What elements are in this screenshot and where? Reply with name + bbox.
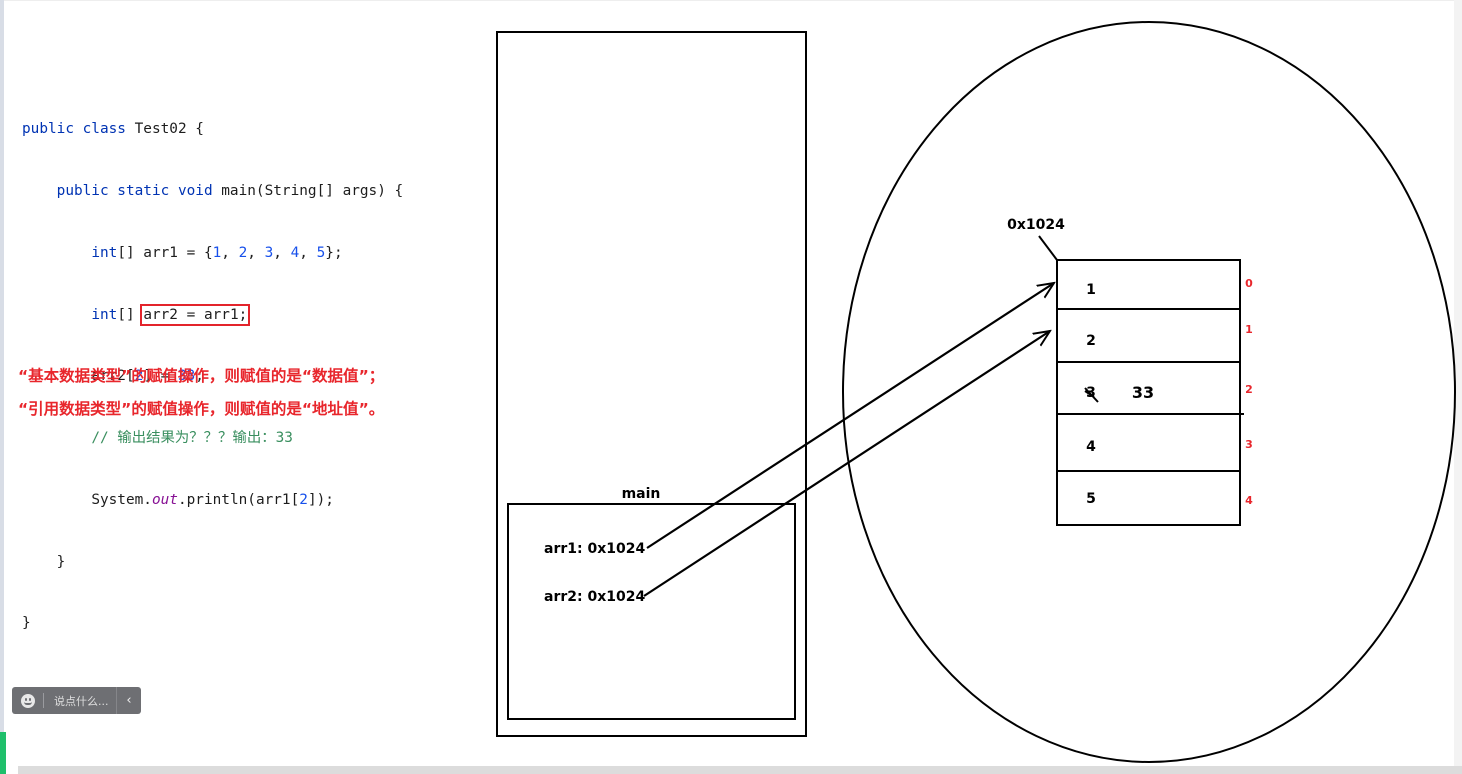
code-number: 5 — [316, 244, 326, 261]
code-type: int — [91, 306, 118, 323]
highlighted-assignment: arr2 = arr1; — [140, 303, 251, 326]
chat-separator — [43, 693, 44, 708]
code-line: System.out.println(arr1[2]); — [22, 490, 403, 511]
cell-index: 0 — [1245, 277, 1253, 290]
code-text: .println(arr1[ — [177, 491, 300, 508]
code-line: } — [22, 613, 403, 634]
code-keyword: public class — [22, 121, 126, 138]
code-line: } — [22, 552, 403, 573]
cell-value: 5 — [1086, 491, 1096, 507]
code-listing: public class Test02 { public static void… — [22, 78, 403, 655]
cell-index: 3 — [1245, 438, 1253, 451]
code-text: System. — [91, 491, 152, 508]
code-text: , — [221, 244, 239, 261]
code-text: ] = — [143, 368, 178, 385]
main-stack-frame — [507, 503, 796, 720]
bottom-scrollbar[interactable] — [18, 766, 1462, 774]
code-text: } — [22, 615, 31, 632]
strike-mark — [1084, 387, 1099, 403]
chat-input-widget[interactable]: 说点什么... ‹ — [12, 687, 141, 714]
code-line: public class Test02 { — [22, 119, 403, 140]
arr1-variable: arr1: 0x1024 — [544, 541, 645, 557]
top-border — [0, 0, 1462, 1]
chat-input-placeholder[interactable]: 说点什么... — [54, 694, 109, 708]
address-pointer-line — [1038, 235, 1058, 261]
code-number: 2 — [299, 491, 308, 508]
code-number: 2 — [134, 368, 144, 385]
cell-value: 4 — [1086, 439, 1096, 455]
code-text: } — [22, 553, 66, 570]
code-type: int — [91, 244, 118, 261]
code-line: // 输出结果为？？？输出：33 — [22, 428, 403, 449]
heap-address-label: 0x1024 — [1007, 217, 1065, 233]
right-scroll-strip[interactable] — [1454, 0, 1462, 774]
code-text: , — [247, 244, 265, 261]
cell-new-value: 33 — [1132, 383, 1154, 402]
note-primitive-assignment: “基本数据类型”的赋值操作，则赋值的是“数据值”； — [18, 367, 385, 385]
code-comment: // 输出结果为？？？输出：33 — [91, 430, 293, 447]
note-reference-assignment: “引用数据类型”的赋值操作，则赋值的是“地址值”。 — [18, 400, 385, 418]
code-text: arr2[ — [91, 368, 135, 385]
code-line: int[] arr1 = {1, 2, 3, 4, 5}; — [22, 243, 403, 264]
left-edge-bar — [0, 0, 4, 774]
stack-area — [496, 31, 807, 737]
code-line: public static void main(String[] args) { — [22, 181, 404, 202]
arr2-reference-arrow — [643, 331, 1050, 597]
cell-index: 2 — [1245, 383, 1253, 396]
cell-value: 2 — [1086, 333, 1096, 349]
left-edge-accent — [0, 732, 6, 774]
code-text: [] — [117, 306, 144, 323]
chevron-left-icon[interactable]: ‹ — [126, 693, 132, 708]
heap-area — [842, 21, 1456, 763]
code-text: ; — [195, 368, 204, 385]
array-block — [1056, 259, 1241, 526]
code-text: }; — [325, 244, 343, 261]
code-text: , — [299, 244, 317, 261]
code-number: 4 — [290, 244, 300, 261]
code-keyword: public static void — [56, 182, 213, 199]
code-number: 1 — [212, 244, 222, 261]
code-number: 2 — [238, 244, 248, 261]
code-text: , — [273, 244, 291, 261]
arr1-reference-arrow — [646, 283, 1054, 549]
cell-index: 1 — [1245, 323, 1253, 336]
code-text: main(String[] args) { — [212, 182, 404, 199]
code-line: arr2[2] = 33; — [22, 366, 403, 387]
code-text: Test02 { — [125, 121, 204, 138]
code-text: [] arr1 = { — [117, 244, 213, 261]
cell-value: 1 — [1086, 282, 1096, 298]
code-field: out — [151, 491, 178, 508]
code-line: int[] arr2 = arr1; — [22, 303, 403, 326]
main-frame-label: main — [622, 486, 661, 502]
arr2-variable: arr2: 0x1024 — [544, 589, 645, 605]
code-number: 33 — [177, 368, 196, 385]
chat-separator — [116, 687, 117, 714]
smiley-icon[interactable] — [21, 693, 35, 708]
code-number: 3 — [264, 244, 274, 261]
cell-index: 4 — [1245, 494, 1253, 507]
code-text: ]); — [307, 491, 334, 508]
